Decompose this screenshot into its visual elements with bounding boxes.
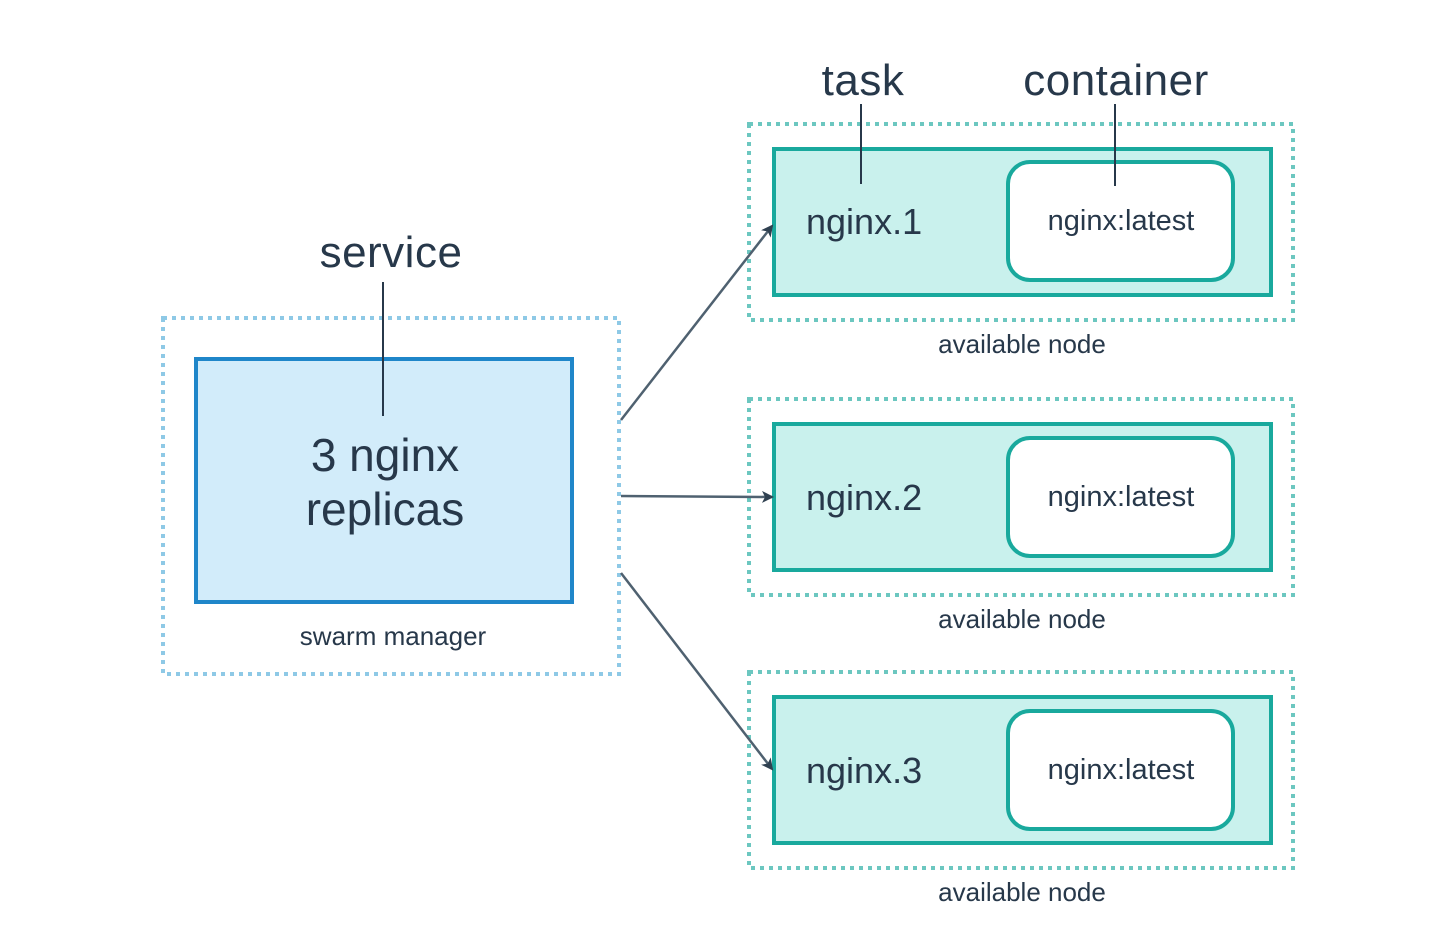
node-2-caption: available node [938,604,1106,634]
container-3-box [1006,709,1235,831]
swarm-manager-caption: swarm manager [299,621,487,651]
service-text-line-1: 3 nginx [310,429,460,481]
task-3-label: nginx.3 [806,750,923,791]
task-callout-label: task [821,56,905,105]
container-2-box [1006,436,1235,558]
node-1-caption: available node [938,329,1106,359]
service-text-line-2: replicas [305,483,465,535]
service-callout-label: service [319,228,463,277]
container-3-label: nginx:latest [1047,754,1195,786]
container-2-label: nginx:latest [1047,481,1195,513]
node-3-boundary [747,670,1295,870]
task-2-label: nginx.2 [806,477,923,518]
arrow-to-node-2 [620,490,774,503]
node-2-boundary [747,397,1295,597]
node-1-boundary [747,122,1295,322]
arrow-to-node-1 [620,224,774,421]
container-callout-label: container [1023,56,1209,105]
container-1-box [1006,160,1235,282]
service-replicas-text: 3 nginx replicas [306,428,465,536]
node-3-caption: available node [938,877,1106,907]
task-1-label: nginx.1 [806,201,923,242]
swarm-manager-boundary [161,316,621,676]
container-1-label: nginx:latest [1047,205,1195,237]
arrow-to-node-3 [620,572,774,771]
